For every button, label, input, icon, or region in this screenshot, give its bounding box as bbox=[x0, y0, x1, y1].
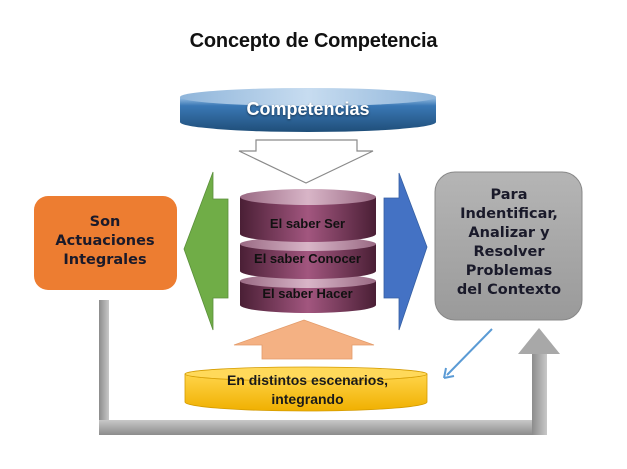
left-box-text: Son Actuaciones Integrales bbox=[35, 213, 175, 270]
left-box-line: Actuaciones bbox=[55, 233, 155, 249]
stack-label-conocer: El saber Conocer bbox=[254, 251, 361, 266]
right-box-line: del Contexto bbox=[456, 282, 562, 298]
right-box-line: Indentificar, bbox=[460, 206, 558, 222]
bottom-line: integrando bbox=[271, 391, 344, 407]
right-arrow-blue bbox=[383, 172, 428, 331]
bottom-text: En distintos escenarios, integrando bbox=[185, 371, 430, 409]
stack-layer-ser bbox=[240, 189, 376, 242]
left-box-line: Son bbox=[89, 214, 121, 230]
right-box-text: Para Indentificar, Analizar y Resolver P… bbox=[438, 186, 580, 300]
left-arrow-green bbox=[183, 171, 229, 331]
gray-connector-arrow bbox=[99, 300, 560, 435]
right-box-shape bbox=[434, 171, 583, 321]
bottom-line: En distintos escenarios, bbox=[226, 372, 389, 388]
stack-label-ser: El saber Ser bbox=[269, 216, 346, 231]
competencias-disk bbox=[180, 88, 436, 132]
thin-blue-arrow bbox=[443, 328, 493, 379]
left-box-line: Integrales bbox=[63, 252, 147, 268]
bottom-disk bbox=[184, 366, 428, 412]
diagram-title: Concepto de Competencia bbox=[189, 30, 438, 52]
right-box-line: Resolver bbox=[473, 244, 545, 260]
stack-label-hacer: El saber Hacer bbox=[262, 286, 353, 301]
competencias-label: Competencias bbox=[246, 99, 370, 119]
right-box-line: Para bbox=[490, 187, 528, 203]
left-box-shape bbox=[34, 196, 177, 290]
right-box-line: Problemas bbox=[465, 263, 553, 279]
right-box-line: Analizar y bbox=[468, 225, 550, 241]
up-arrow-salmon bbox=[233, 319, 375, 360]
down-arrow bbox=[238, 139, 374, 184]
